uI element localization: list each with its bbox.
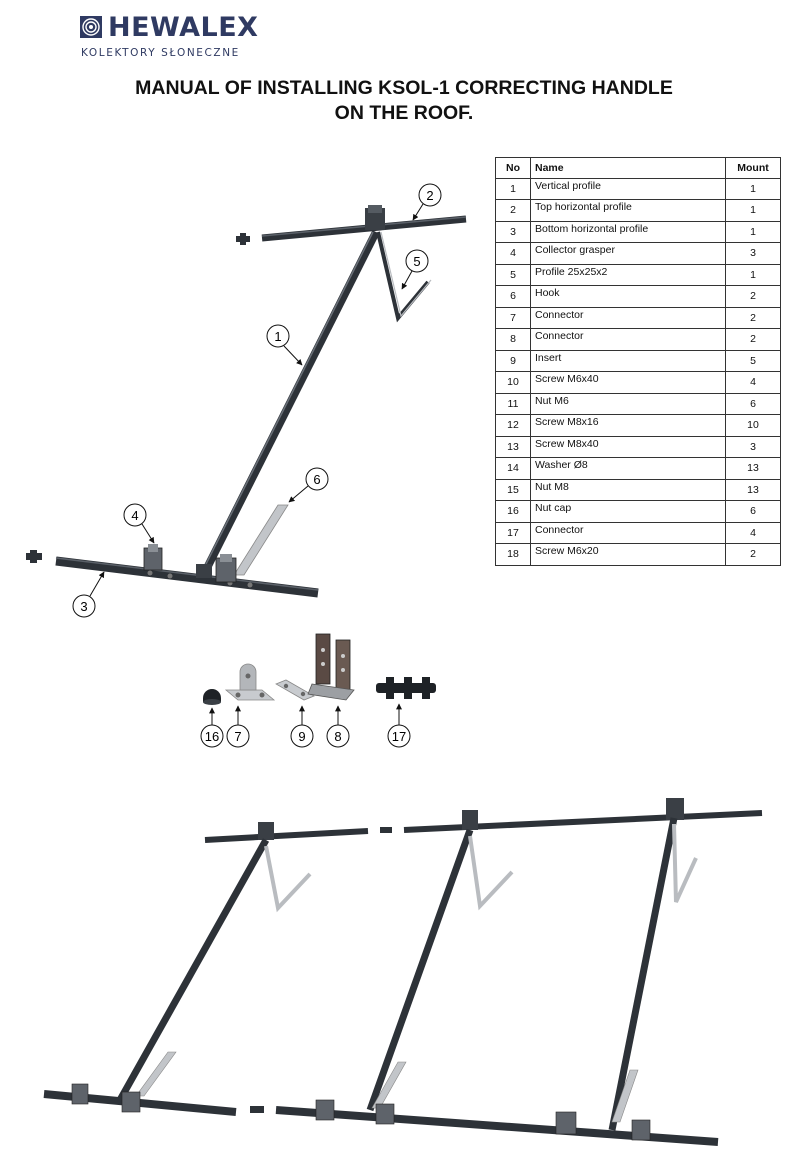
- frame-vertical-right: [608, 817, 678, 1131]
- connector-7-part: [224, 663, 276, 701]
- brand-logo: HEWALEX KOLEKTORY SŁONECZNE: [80, 12, 280, 62]
- brand-name: HEWALEX: [108, 12, 259, 43]
- multi-collector-frame-drawing: [43, 798, 763, 1146]
- frame-vertical-left: [116, 838, 270, 1102]
- callout-16: 16: [200, 707, 224, 748]
- callout-17-label: 17: [392, 729, 406, 744]
- frame-bottom-connector: [250, 1106, 264, 1113]
- page-title: MANUAL OF INSTALLING KSOL-1 CORRECTING H…: [0, 76, 808, 126]
- insert-part: [275, 679, 315, 701]
- cell-name: Screw M8x16: [530, 414, 726, 437]
- callout-5: 5: [401, 249, 429, 290]
- callout-6-label: 6: [313, 472, 320, 487]
- frame-top-rail-left: [204, 828, 369, 843]
- cell-name: Bottom horizontal profile: [530, 220, 726, 243]
- callout-17: 17: [387, 703, 411, 748]
- callout-4: 4: [123, 503, 155, 544]
- cell-name: Washer Ø8: [530, 457, 726, 480]
- vertical-profile: [202, 230, 380, 572]
- callout-16-label: 16: [205, 729, 219, 744]
- callout-1: 1: [266, 324, 303, 366]
- cell-name: Connector: [530, 328, 726, 351]
- hook: [233, 504, 289, 576]
- cell-name: Profile 25x25x2: [530, 263, 726, 286]
- callout-8-label: 8: [334, 729, 341, 744]
- cell-mount: 2: [725, 543, 781, 566]
- callout-1-label: 1: [274, 329, 281, 344]
- callout-7: 7: [226, 705, 250, 748]
- frame-top-connector: [380, 827, 392, 833]
- nut-cap-part: [203, 689, 221, 705]
- vertical-bottom-bracket: [196, 564, 212, 578]
- callout-3-label: 3: [80, 599, 87, 614]
- handle-assembly-drawing: [26, 205, 467, 598]
- frame-braces: [264, 823, 698, 913]
- connector-17-part: [376, 677, 436, 699]
- callout-3: 3: [72, 571, 105, 618]
- bottom-collector-grasper-right: [215, 554, 237, 583]
- brand-tagline: KOLEKTORY SŁONECZNE: [81, 47, 240, 59]
- callout-4-label: 4: [131, 508, 138, 523]
- title-line-1: MANUAL OF INSTALLING KSOL-1 CORRECTING H…: [135, 77, 673, 99]
- frame-bottom-graspers: [71, 1083, 651, 1141]
- small-parts-drawing: [203, 633, 436, 705]
- top-collector-grasper: [365, 205, 385, 230]
- frame-vertical-middle: [366, 828, 474, 1112]
- top-horizontal-profile: [261, 215, 467, 242]
- callout-6: 6: [288, 467, 329, 503]
- callout-9-label: 9: [298, 729, 305, 744]
- bottom-collector-grasper-left: [143, 544, 163, 571]
- header-name: Name: [530, 157, 726, 179]
- cell-name: Nut M6: [530, 392, 726, 415]
- frame-top-graspers: [258, 798, 684, 840]
- frame-hooks: [135, 1051, 639, 1123]
- callout-9: 9: [290, 705, 314, 748]
- cell-no: 18: [495, 543, 531, 566]
- title-line-2: ON THE ROOF.: [334, 102, 474, 124]
- bottom-end-connector: [26, 550, 42, 563]
- frame-top-rail-right: [403, 810, 763, 833]
- callout-8: 8: [326, 705, 350, 748]
- bottom-horizontal-profile: [55, 556, 319, 598]
- callout-5-label: 5: [413, 254, 420, 269]
- top-end-connector: [236, 233, 250, 245]
- callout-2-label: 2: [426, 188, 433, 203]
- connector-8-part: [307, 633, 355, 701]
- frame-bottom-rail-right: [275, 1106, 719, 1146]
- profile-25x25x2: [376, 231, 432, 323]
- callout-2: 2: [412, 183, 442, 221]
- table-header-row: No Name Mount: [495, 157, 781, 179]
- logo-mark-icon: [80, 16, 102, 38]
- callout-7-label: 7: [234, 729, 241, 744]
